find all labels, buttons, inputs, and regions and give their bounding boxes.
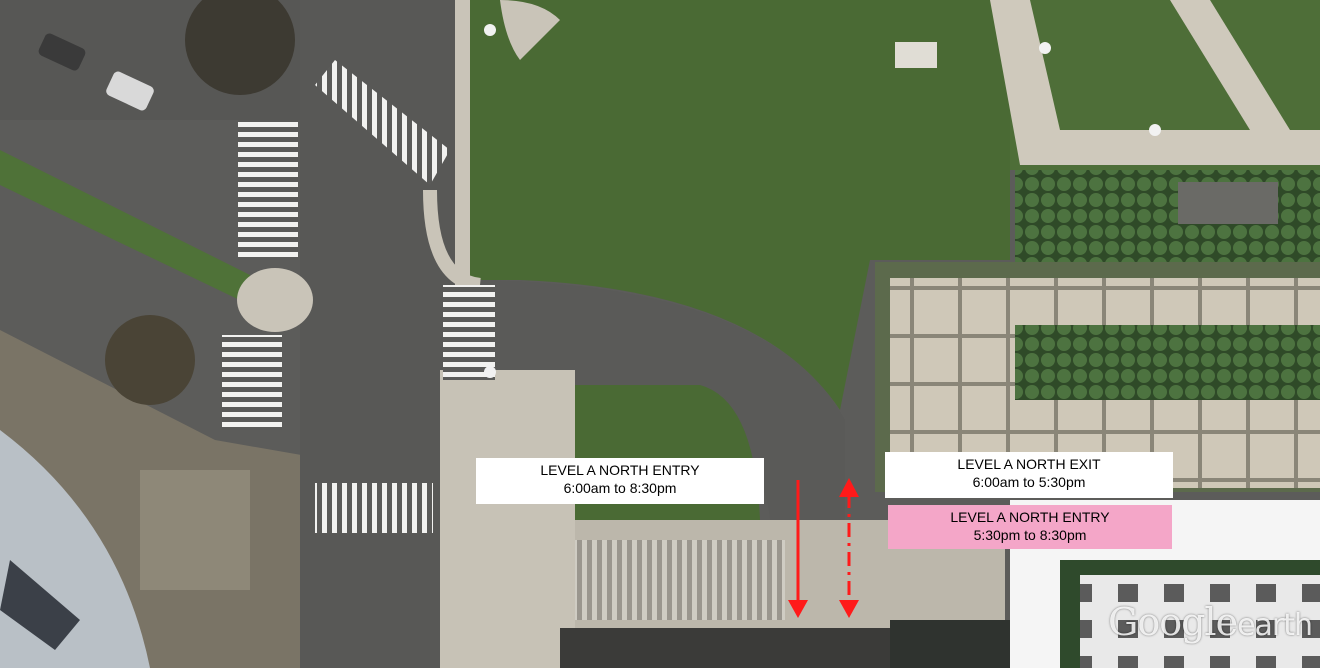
footpath-diagonal bbox=[1170, 0, 1290, 130]
sculpture bbox=[895, 42, 937, 68]
crosswalk-diagonal bbox=[315, 60, 450, 185]
crosswalk bbox=[315, 483, 433, 533]
stairs bbox=[575, 540, 785, 620]
lamp-post bbox=[484, 366, 496, 378]
sidewalk-plaza bbox=[440, 370, 575, 668]
sidewalk-lawn-edge bbox=[455, 0, 470, 290]
label-north-entry-evening-title: LEVEL A NORTH ENTRY bbox=[950, 509, 1110, 525]
lamp-post bbox=[1039, 42, 1051, 54]
median-grass bbox=[0, 150, 250, 305]
exit-arrow-head-up bbox=[839, 478, 859, 497]
roof-planter bbox=[1015, 325, 1320, 400]
entry-arrow-head bbox=[788, 600, 808, 618]
watermark-brand: Google bbox=[1108, 600, 1238, 644]
exit-arrow bbox=[839, 478, 859, 618]
label-north-exit: LEVEL A NORTH EXIT 6:00am to 5:30pm bbox=[885, 452, 1173, 498]
crosswalk bbox=[238, 120, 298, 260]
crosswalk bbox=[443, 285, 495, 380]
label-north-entry-title: LEVEL A NORTH ENTRY bbox=[540, 462, 700, 478]
lawn-north bbox=[470, 0, 1010, 410]
tree bbox=[105, 315, 195, 405]
entry-arrow bbox=[788, 480, 808, 618]
label-north-entry-hours: 6:00am to 8:30pm bbox=[563, 480, 677, 496]
label-north-exit-title: LEVEL A NORTH EXIT bbox=[957, 456, 1101, 472]
path-curve bbox=[500, 0, 560, 60]
lamp-post bbox=[1149, 124, 1161, 136]
car bbox=[38, 33, 86, 71]
google-earth-watermark: Googleearth bbox=[1108, 600, 1313, 644]
car bbox=[106, 71, 154, 111]
skylight-west bbox=[0, 560, 80, 650]
building-roof-grid bbox=[1080, 575, 1320, 668]
curb-corner bbox=[423, 189, 482, 292]
tree bbox=[185, 0, 295, 95]
garden-plaque bbox=[1178, 182, 1278, 224]
garage-entry bbox=[560, 628, 890, 668]
label-north-entry: LEVEL A NORTH ENTRY 6:00am to 8:30pm bbox=[476, 458, 764, 504]
label-north-exit-hours: 6:00am to 5:30pm bbox=[972, 474, 1086, 490]
lamp-post bbox=[484, 24, 496, 36]
watermark-product: earth bbox=[1237, 608, 1313, 643]
label-north-entry-evening: LEVEL A NORTH ENTRY 5:30pm to 8:30pm bbox=[888, 505, 1172, 549]
label-north-entry-evening-hours: 5:30pm to 8:30pm bbox=[973, 527, 1087, 543]
plaza-planters bbox=[140, 470, 250, 590]
exit-arrow-head-down bbox=[839, 600, 859, 618]
garage-roof-edge bbox=[890, 620, 1010, 668]
crosswalk bbox=[222, 335, 282, 430]
curb-island bbox=[237, 268, 313, 332]
